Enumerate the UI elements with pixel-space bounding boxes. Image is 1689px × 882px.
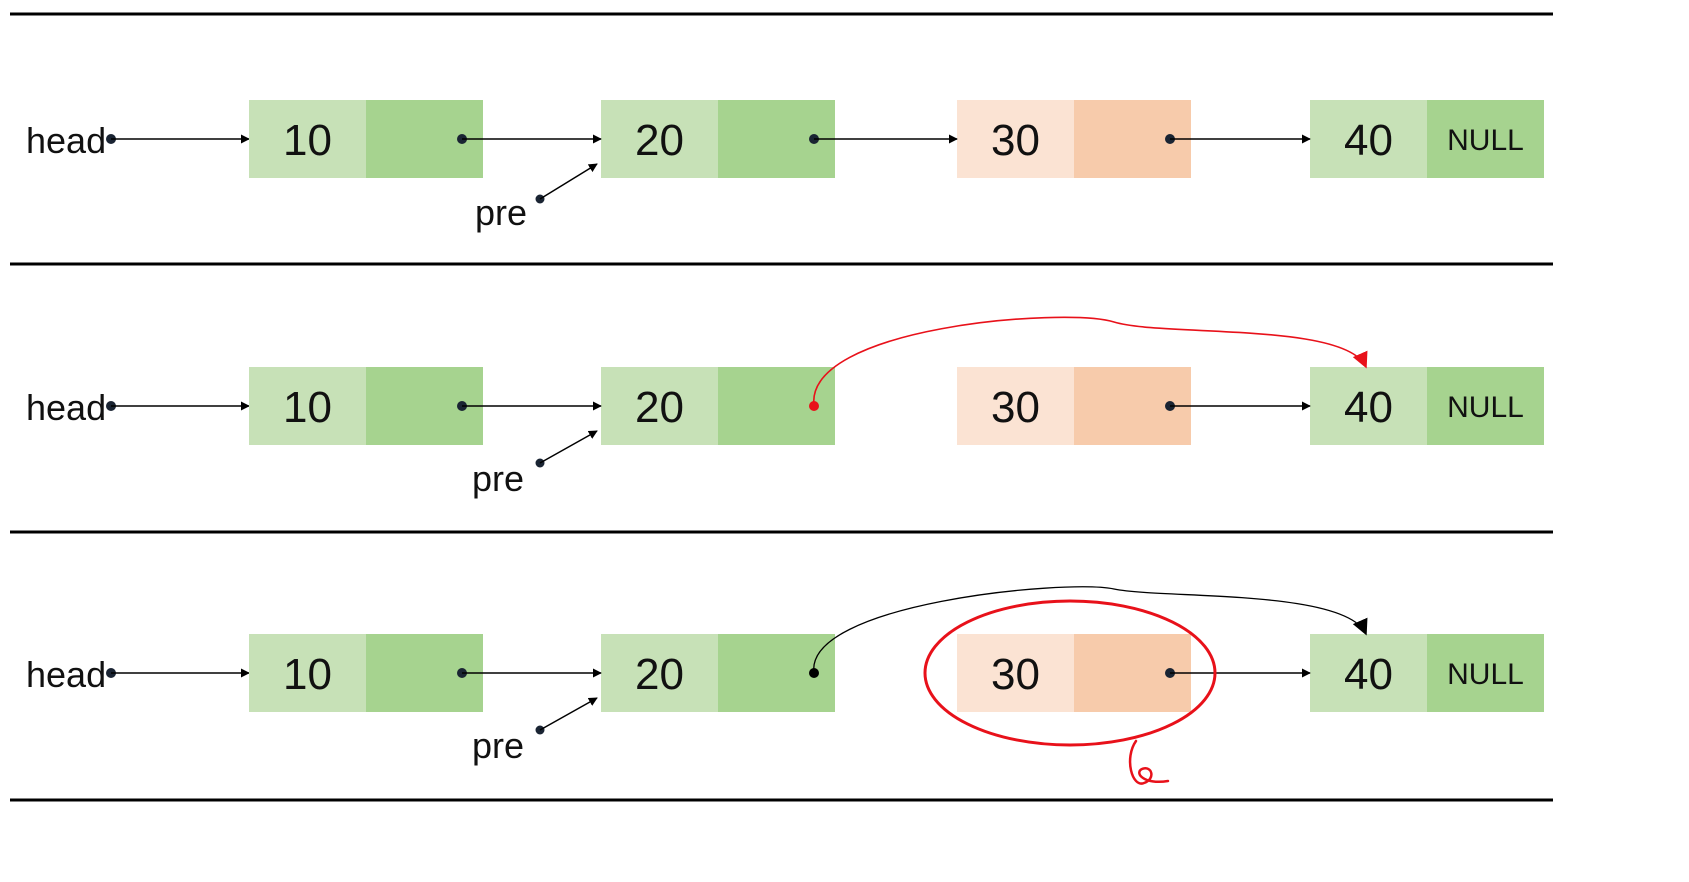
node-data-cell [957,367,1074,445]
pre-label: pre [475,192,527,233]
node-data-cell [1310,100,1427,178]
head-label: head [26,387,106,428]
node-data-cell [957,634,1074,712]
node-data-cell [249,100,366,178]
deleted-node-circle [923,599,1217,747]
pre-label: pre [472,458,524,499]
list-node-20: 20 [601,634,835,712]
pre-arrow [539,430,598,464]
node-value: 30 [991,383,1040,432]
node-data-cell [1310,634,1427,712]
panel-2: head 10 20 30 40 NULL pre [26,316,1544,499]
node-next-cell [1427,100,1544,178]
bypass-arrow [813,586,1368,674]
node-data-cell [249,634,366,712]
pre-label: pre [472,725,524,766]
node-value: 10 [283,650,332,699]
node-value: 40 [1344,383,1393,432]
list-node-40: 40 NULL [1310,100,1544,178]
list-node-10: 10 [249,634,483,712]
bypass-arrow-red [813,316,1368,407]
list-node-20: 20 [601,367,835,445]
node-value: 40 [1344,650,1393,699]
node-value: 10 [283,116,332,165]
panel-3: head 10 20 30 40 NULL pre [26,586,1544,785]
list-node-40: 40 NULL [1310,634,1544,712]
node-value: 40 [1344,116,1393,165]
bypass-pointer-dot [809,668,819,678]
null-label: NULL [1447,124,1524,157]
null-label: NULL [1447,391,1524,424]
pre-arrow [539,163,598,200]
node-data-cell [249,367,366,445]
list-node-40: 40 NULL [1310,367,1544,445]
node-data-cell [1310,367,1427,445]
node-data-cell [601,367,718,445]
list-node-10: 10 [249,367,483,445]
node-data-cell [601,100,718,178]
null-label: NULL [1447,658,1524,691]
pre-arrow [539,697,598,731]
node-data-cell [957,100,1074,178]
node-value: 30 [991,116,1040,165]
bypass-pointer-dot [809,401,819,411]
node-value: 20 [635,650,684,699]
handwritten-mark [1128,739,1170,785]
list-node-10: 10 [249,100,483,178]
head-label: head [26,654,106,695]
node-value: 20 [635,116,684,165]
list-node-30: 30 [957,634,1191,712]
node-value: 20 [635,383,684,432]
head-label: head [26,120,106,161]
node-next-cell [1427,634,1544,712]
list-node-30: 30 [957,367,1191,445]
node-value: 10 [283,383,332,432]
panel-1: head 10 20 30 40 NULL pre [26,100,1544,233]
node-value: 30 [991,650,1040,699]
list-node-20: 20 [601,100,835,178]
node-next-cell [1427,367,1544,445]
list-node-30: 30 [957,100,1191,178]
node-data-cell [601,634,718,712]
